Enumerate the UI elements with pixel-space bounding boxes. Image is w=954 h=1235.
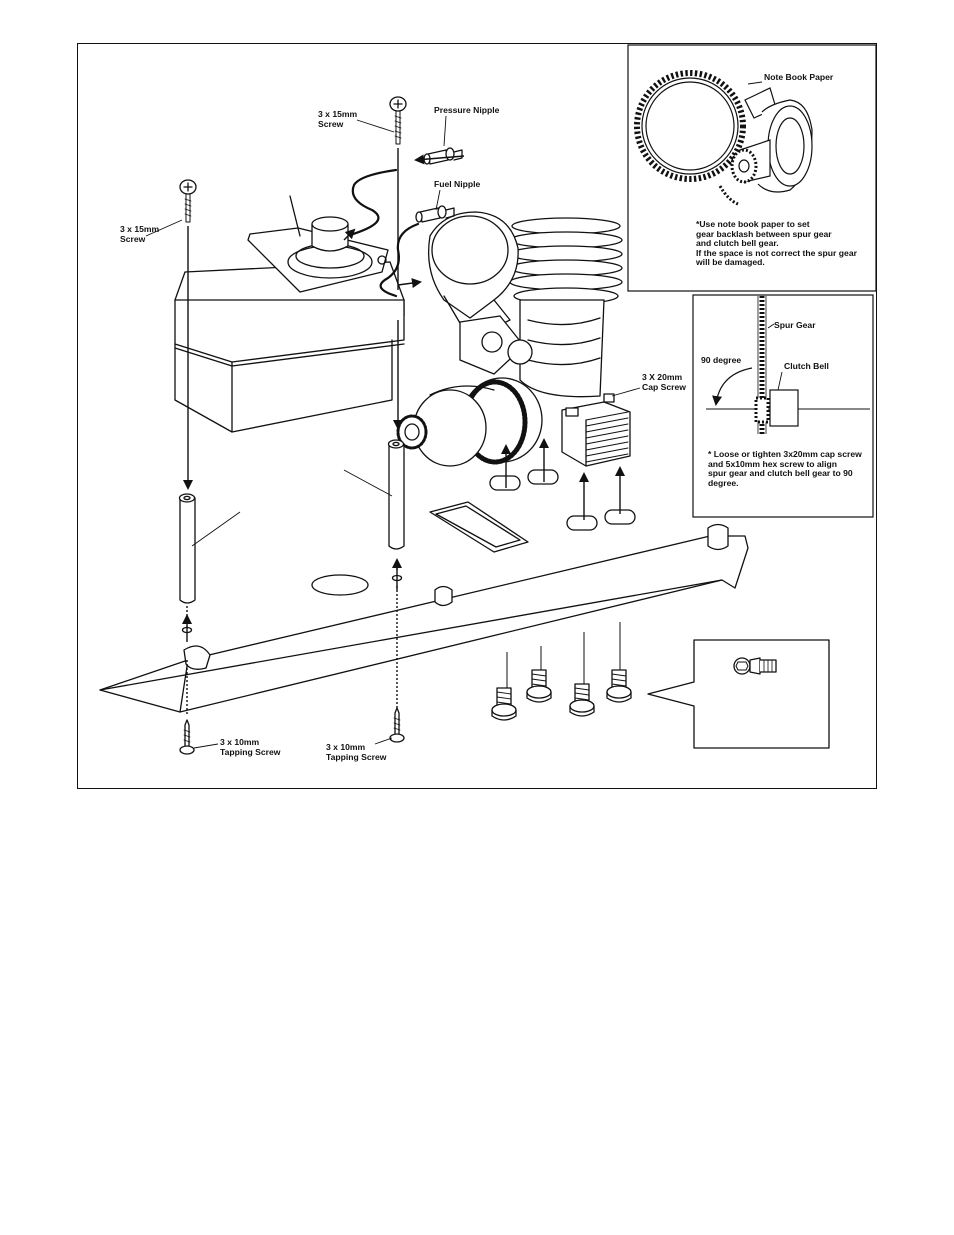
label-tapping-right: 3 x 10mm Tapping Screw [326, 742, 387, 762]
label-note-book-paper: Note Book Paper [764, 72, 834, 82]
cap-screw-3 [569, 683, 595, 717]
mount-slots [489, 469, 636, 531]
label-screw-left: 3 x 15mm Screw [120, 224, 160, 244]
assembly-arrows [145, 115, 641, 749]
inset-backlash [627, 44, 877, 292]
standoff-left [178, 493, 196, 604]
label-spur-gear: Spur Gear [774, 320, 816, 330]
fuel-nipple [415, 205, 455, 223]
label-cap-screw: 3 X 20mm Cap Screw [642, 372, 686, 392]
screw-top [389, 96, 407, 145]
arrow-pressure-nipple [414, 154, 465, 165]
alignment-note: * Loose or tighten 3x20mm cap screw and … [708, 449, 862, 488]
fuel-tank [174, 195, 405, 433]
pinion-gear [396, 414, 428, 450]
inset-alignment [692, 294, 874, 518]
tapping-screw-right [389, 707, 405, 743]
engine [396, 211, 631, 467]
standoff-right [387, 439, 405, 550]
label-pressure-nipple: Pressure Nipple [434, 105, 500, 115]
diagram-frame [77, 43, 877, 789]
chassis-plate [99, 501, 749, 713]
label-screw-top: 3 x 15mm Screw [318, 109, 358, 129]
cylinder-fins [509, 217, 623, 305]
cap-screw-2 [526, 669, 552, 703]
backlash-note: *Use note book paper to set gear backlas… [696, 219, 857, 268]
tapping-screw-left [179, 719, 195, 755]
pressure-nipple [423, 147, 463, 165]
hex-screw-callout [647, 639, 830, 749]
label-tapping-left: 3 x 10mm Tapping Screw [220, 737, 281, 757]
cap-screw-1 [491, 687, 517, 721]
label-90-degree: 90 degree [701, 355, 742, 365]
label-clutch-bell: Clutch Bell [784, 361, 829, 371]
cap-screw-4 [606, 669, 632, 703]
screw-left-top [179, 179, 197, 223]
label-fuel-nipple: Fuel Nipple [434, 179, 481, 189]
